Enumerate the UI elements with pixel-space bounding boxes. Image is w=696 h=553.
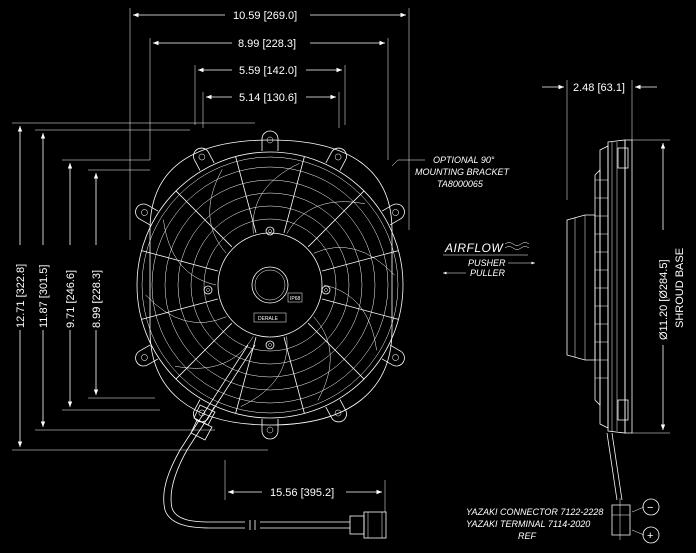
- hub-screws: [203, 226, 331, 350]
- shroud-outline: [149, 139, 393, 426]
- dim-height-b: 11.87 [301.5]: [38, 265, 50, 328]
- side-fins: [595, 179, 608, 379]
- plus-symbol: +: [647, 530, 653, 542]
- dim-overall-width: 10.59 [269.0]: [233, 10, 297, 22]
- connector-note: YAZAKI CONNECTOR 7122-2228 YAZAKI TERMIN…: [466, 498, 660, 544]
- horizontal-dimensions: 10.59 [269.0] 8.99 [228.3] 5.59 [142.0] …: [129, 8, 410, 240]
- fan-blades: [145, 163, 395, 407]
- ip-label: IP68: [290, 296, 301, 302]
- mounting-tabs: [135, 130, 405, 440]
- fan-front-view: IP68 DERALE: [135, 130, 405, 539]
- wire-connector: [349, 511, 387, 539]
- guard-ring-5: [177, 192, 363, 378]
- guard-ring-7: [203, 218, 337, 352]
- lead-length-dimension: 15.56 [395.2]: [224, 460, 386, 512]
- guard-ring-3: [151, 166, 389, 404]
- wire-lead: [163, 344, 249, 529]
- guard-ring-4: [164, 179, 376, 391]
- minus-terminal-icon: [642, 498, 660, 516]
- fan-side-view: 2.48 [63.1] Ø11.20 [Ø284.5] SHROUD BASE: [542, 80, 686, 540]
- hub-center: [251, 266, 289, 304]
- airflow-label: AIRFLOW: [444, 241, 504, 255]
- plus-terminal-icon: [642, 526, 660, 544]
- pusher-label: PUSHER: [468, 258, 506, 268]
- dim-overall-height: 12.71 [322.8]: [15, 264, 27, 328]
- guard-ring-6: [190, 205, 350, 365]
- airflow-legend: AIRFLOW PUSHER PULLER: [443, 241, 535, 278]
- minus-symbol: −: [647, 502, 653, 514]
- dim-depth: 2.48 [63.1]: [573, 82, 625, 94]
- bracket-note-line3: TA8000065: [437, 179, 484, 189]
- puller-label: PULLER: [470, 268, 506, 278]
- dim-bracket-span: 8.99 [228.3]: [238, 38, 296, 50]
- bracket-note-line2: MOUNTING BRACKET: [415, 167, 511, 177]
- dim-lead-length: 15.56 [395.2]: [270, 487, 334, 499]
- connector-note-line1: YAZAKI CONNECTOR 7122-2228: [466, 507, 603, 517]
- connector-note-line3: REF: [518, 531, 537, 541]
- hub-label: DERALE: [258, 316, 279, 322]
- dim-height-c: 9.71 [246.6]: [65, 270, 77, 328]
- ip-badge: [287, 292, 303, 303]
- guard-ring-outer: [136, 151, 404, 419]
- motor-hub: [217, 232, 323, 338]
- dim-inner-span-a: 5.59 [142.0]: [239, 65, 297, 77]
- bracket-note: OPTIONAL 90° MOUNTING BRACKET TA8000065: [391, 155, 511, 189]
- connector-note-line2: YAZAKI TERMINAL 7114-2020: [466, 519, 590, 529]
- hub-center-inner: [254, 269, 286, 301]
- shroud-base-label: SHROUD BASE: [674, 248, 686, 328]
- dim-shroud-base: Ø11.20 [Ø284.5]: [658, 259, 670, 340]
- dim-inner-span-b: 5.14 [130.6]: [239, 92, 297, 104]
- guard-ring-2: [141, 156, 399, 414]
- dim-height-d: 8.99 [228.3]: [91, 270, 103, 328]
- guard-spokes: [141, 156, 399, 414]
- vertical-dimensions: 12.71 [322.8] 11.87 [301.5] 9.71 [246.6]…: [12, 122, 268, 451]
- hub-plate: [253, 312, 287, 323]
- bracket-note-line1: OPTIONAL 90°: [433, 155, 495, 165]
